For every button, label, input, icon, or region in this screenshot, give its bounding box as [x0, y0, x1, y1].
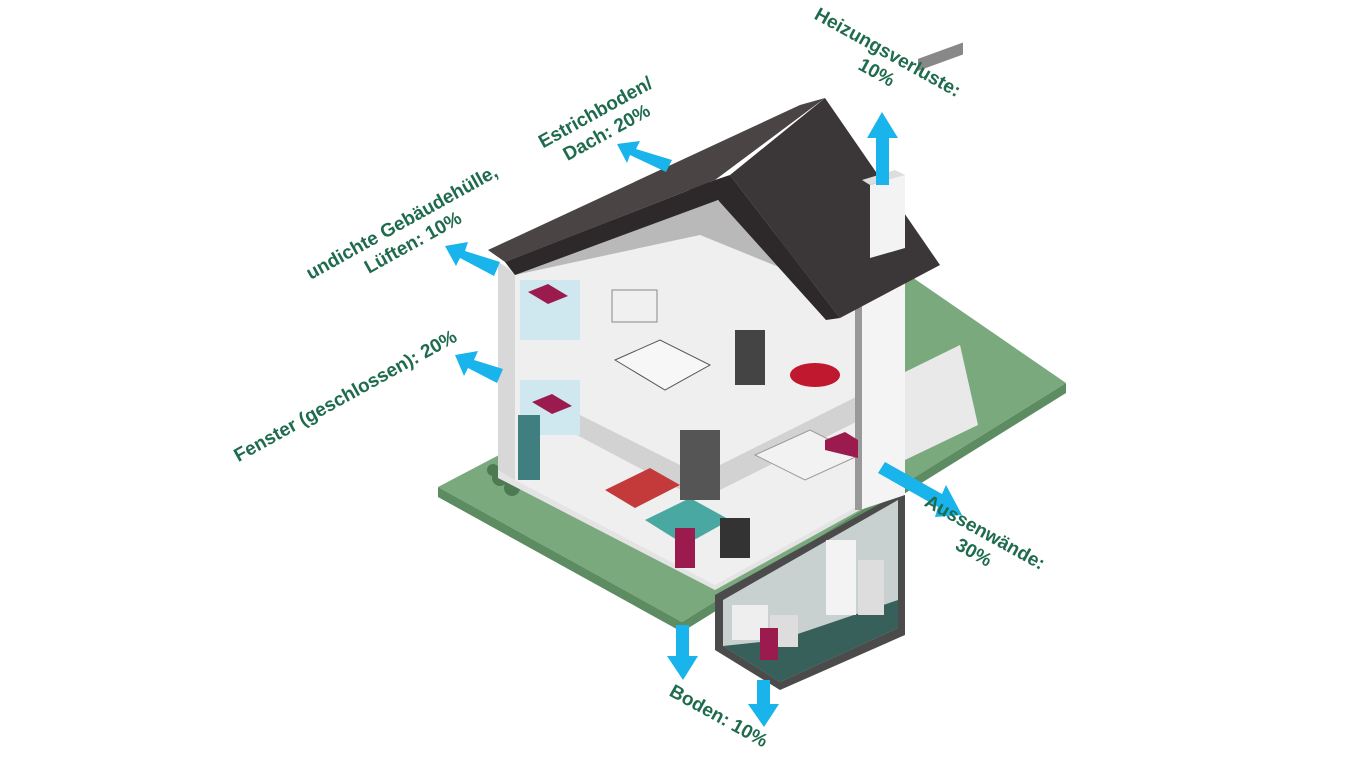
wardrobe: [735, 330, 765, 385]
arrow-walls: [878, 462, 962, 517]
carpet: [645, 498, 730, 545]
bench: [918, 42, 963, 71]
arrow-windows: [455, 351, 503, 383]
tv: [720, 518, 750, 558]
chimney: [870, 175, 905, 258]
fridge: [518, 415, 540, 480]
wall-picture: [611, 289, 658, 323]
rug: [790, 363, 840, 387]
arrow-floor-2: [748, 680, 779, 727]
arrow-roof: [617, 141, 672, 172]
arrow-floor-1: [667, 625, 698, 680]
basement: [715, 490, 905, 690]
roof: [488, 98, 940, 320]
bookshelf: [680, 430, 720, 500]
arrow-heating: [867, 112, 898, 185]
heat-loss-arrows: [445, 112, 962, 727]
sofa: [605, 468, 680, 508]
bed: [613, 339, 712, 391]
arrow-envelope: [445, 242, 500, 276]
